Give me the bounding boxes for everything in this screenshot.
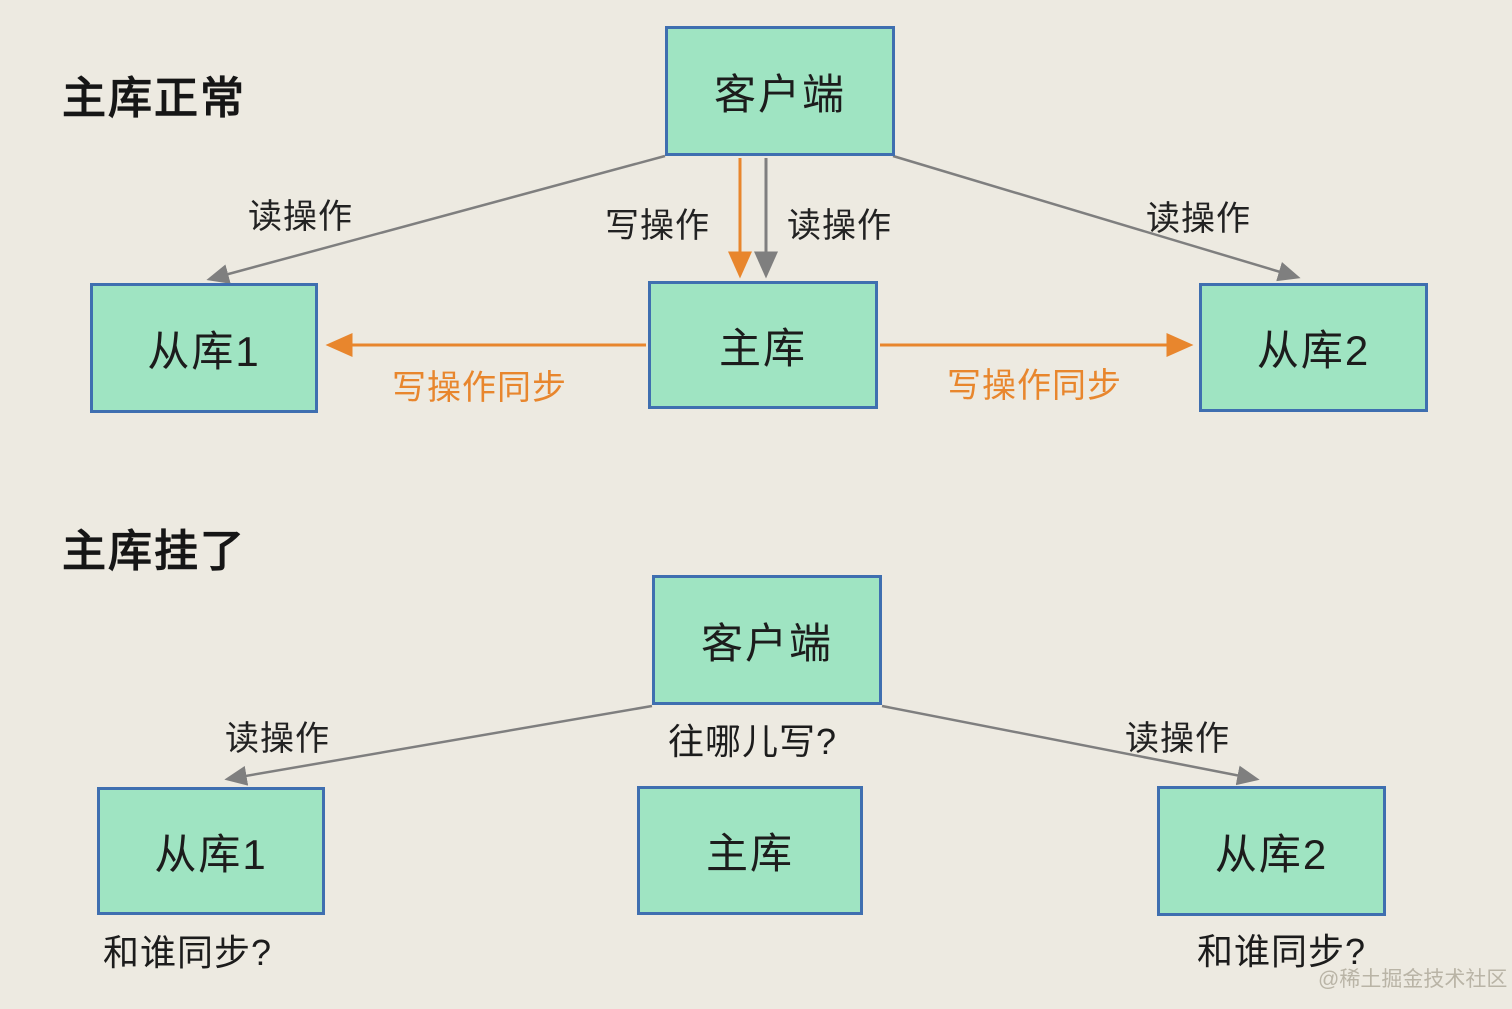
node-slave1-top: 从库1 [90,283,318,413]
node-client-bottom: 客户端 [652,575,882,705]
label-write-question: 往哪儿写? [668,721,838,762]
label-read-right-bottom: 读操作 [1125,720,1230,758]
section-title-master-normal: 主库正常 [62,74,246,123]
node-master-top: 主库 [648,281,878,409]
node-slave1-bottom: 从库1 [97,787,325,915]
watermark: @稀土掘金技术社区 [1318,968,1508,991]
node-client-top: 客户端 [665,26,895,156]
section-title-master-down: 主库挂了 [62,527,246,576]
node-master-bottom: 主库 [637,786,863,915]
label-sync-question-right: 和谁同步? [1197,931,1367,972]
label-read-left-top: 读操作 [248,198,353,236]
label-write-center-top: 写操作 [605,207,710,245]
label-sync-question-left: 和谁同步? [103,932,273,973]
label-read-center-top: 读操作 [787,207,892,245]
node-slave2-top: 从库2 [1199,283,1428,412]
label-read-right-top: 读操作 [1146,200,1251,238]
label-read-left-bottom: 读操作 [225,720,330,758]
label-write-sync-right: 写操作同步 [947,367,1122,405]
label-write-sync-left: 写操作同步 [392,369,567,407]
node-slave2-bottom: 从库2 [1157,786,1386,916]
